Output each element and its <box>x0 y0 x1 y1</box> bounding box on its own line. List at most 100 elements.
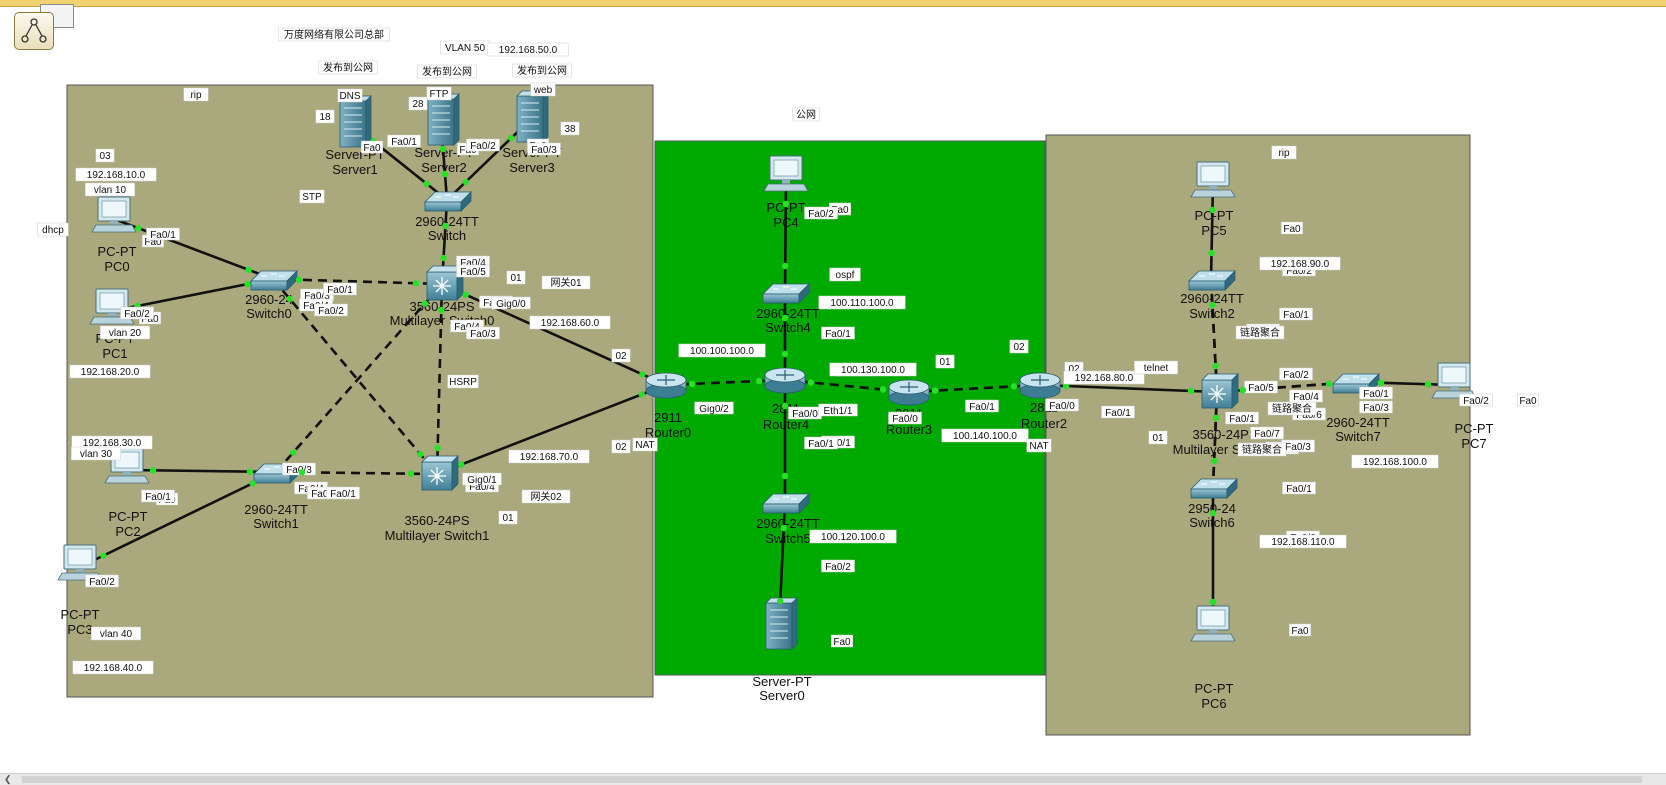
link-mls0-mls1[interactable] <box>435 283 444 475</box>
annotation-note[interactable]: 100.100.100.0 <box>678 343 766 358</box>
annotation-note[interactable]: 192.168.50.0 <box>487 42 569 57</box>
link-router4-router3[interactable] <box>784 378 910 394</box>
annotation-note[interactable]: 18 <box>315 109 335 124</box>
svg-text:Fa0/6: Fa0/6 <box>1296 410 1322 421</box>
port-status-dot <box>781 350 789 358</box>
link-pc5-switch2[interactable] <box>1209 183 1215 280</box>
annotation-note[interactable]: 02 <box>611 439 631 454</box>
annotation-note[interactable]: 02 <box>611 348 631 363</box>
annotation-note[interactable]: 192.168.10.0 <box>75 167 157 182</box>
annotation-note[interactable]: 发布到公网 <box>318 60 378 75</box>
annotation-note[interactable]: vlan 30 <box>71 446 121 461</box>
annotation-note[interactable]: dhcp <box>37 222 69 237</box>
link-switch2-mls2[interactable] <box>1209 278 1219 393</box>
annotation-note[interactable]: 38 <box>560 121 580 136</box>
scroll-left-arrow-icon[interactable]: ❮ <box>4 774 12 784</box>
annotation-note[interactable]: 100.130.100.0 <box>829 362 917 377</box>
device-model-label: PC-PT <box>767 200 806 215</box>
horizontal-scrollbar[interactable]: ❮ <box>0 773 1666 785</box>
link-router3-router2[interactable] <box>908 383 1041 394</box>
link-switch1-mls1[interactable] <box>275 470 438 476</box>
annotation-note[interactable]: vlan 40 <box>91 626 141 641</box>
svg-text:发布到公网: 发布到公网 <box>323 61 373 74</box>
annotation-note[interactable]: 192.168.100.0 <box>1351 454 1439 469</box>
annotation-note[interactable]: 192.168.60.0 <box>529 315 611 330</box>
scrollbar-thumb[interactable] <box>22 776 1642 783</box>
link-pc4-switch4[interactable] <box>783 177 788 293</box>
annotation-note[interactable]: rip <box>1271 145 1297 160</box>
annotation-note[interactable]: 01 <box>498 510 518 525</box>
annotation-note[interactable]: 192.168.90.0 <box>1259 256 1341 271</box>
annotation-note[interactable]: 链路聚合 <box>1237 442 1287 457</box>
annotation-note[interactable]: ospf <box>829 267 861 282</box>
annotation-note[interactable]: 02 <box>1009 339 1029 354</box>
annotation-note[interactable]: FTP <box>426 86 452 101</box>
hq-area[interactable] <box>66 84 654 698</box>
logical-view-icon[interactable] <box>14 12 54 50</box>
port-status-dot <box>462 291 469 298</box>
annotation-note[interactable]: VLAN 50 <box>440 40 490 55</box>
annotation-note[interactable]: 03 <box>95 148 115 163</box>
annotation-note[interactable]: 01 <box>1148 430 1168 445</box>
annotation-note[interactable]: 发布到公网 <box>417 64 477 79</box>
annotation-note[interactable]: web <box>530 82 556 97</box>
annotation-note[interactable]: 100.140.100.0 <box>941 428 1029 443</box>
annotation-note[interactable]: 链路聚合 <box>1235 325 1285 340</box>
annotation-note[interactable]: 28 <box>408 96 428 111</box>
annotation-note[interactable]: 100.110.100.0 <box>818 295 906 310</box>
device-name-label: Server1 <box>332 162 378 177</box>
annotation-note[interactable]: 发布到公网 <box>512 63 572 78</box>
link-pc3-switch1[interactable] <box>79 470 277 569</box>
topology-icon <box>21 18 47 43</box>
router-icon <box>1019 372 1061 399</box>
annotation-note[interactable]: HSRP <box>447 374 479 389</box>
annotation-note[interactable]: 01 <box>935 354 955 369</box>
annotation-note[interactable]: STP <box>299 189 325 204</box>
router4-device[interactable]: 2811Router4 <box>763 367 809 432</box>
annotation-note[interactable]: 192.168.20.0 <box>69 364 151 379</box>
annotation-note[interactable]: 192.168.70.0 <box>508 449 590 464</box>
annotation-note[interactable]: 公网 <box>792 107 820 122</box>
annotation-note[interactable]: NAT <box>1026 438 1052 453</box>
annotation-note[interactable]: rip <box>183 87 209 102</box>
annotation-note[interactable]: 100.120.100.0 <box>809 529 897 544</box>
annotation-note[interactable]: DNS <box>337 88 363 103</box>
link-mls1-router0[interactable] <box>436 383 667 476</box>
annotation-note[interactable]: 万度网络有限公司总部 <box>278 27 390 42</box>
link-router2-mls2[interactable] <box>1039 383 1218 394</box>
annotation-note[interactable]: 网关01 <box>541 275 591 290</box>
annotation-note[interactable]: 链路聚合 <box>1267 401 1317 416</box>
link-switch0-mls1[interactable] <box>272 278 438 475</box>
annotation-note[interactable]: 192.168.110.0 <box>1259 534 1347 549</box>
annotation-note[interactable]: NAT <box>632 437 658 452</box>
annotation-note[interactable]: vlan 20 <box>100 325 150 340</box>
annotation-note[interactable]: 192.168.80.0 <box>1063 370 1145 385</box>
annotation-note[interactable]: vlan 10 <box>85 182 135 197</box>
annotation-note[interactable]: 192.168.40.0 <box>72 660 154 675</box>
annotation-note[interactable]: 01 <box>506 270 526 285</box>
annotation-note[interactable]: telnet <box>1134 360 1178 375</box>
link-switch1-mls0[interactable] <box>275 283 443 473</box>
link-server3-switch-core[interactable] <box>446 119 531 201</box>
annotation-note[interactable]: 网关02 <box>521 489 571 504</box>
